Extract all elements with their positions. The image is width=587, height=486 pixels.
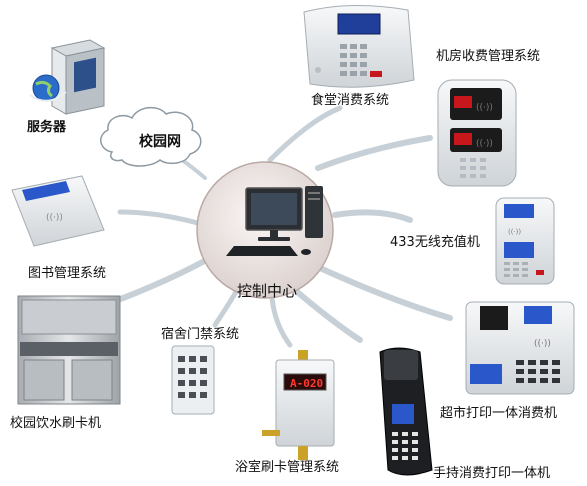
server-label: 服务器 <box>27 120 67 135</box>
water-dispenser-image <box>17 295 121 405</box>
connector-lines <box>115 105 453 348</box>
connector-handheld <box>292 287 363 343</box>
svg-text:((·)): ((·)) <box>476 139 493 149</box>
campus-network-label: 校园网 <box>139 134 181 150</box>
connector-bathroom <box>269 295 293 348</box>
svg-text:((·)): ((·)) <box>46 213 63 223</box>
globe-icon <box>32 74 60 102</box>
connector-water <box>115 255 213 303</box>
water-label: 校园饮水刷卡机 <box>10 416 102 431</box>
handheld-terminal-image <box>379 347 433 476</box>
dorm-access-keypad-image <box>171 345 215 415</box>
campus-network-cloud <box>100 106 202 167</box>
supermarket-terminal-image: ((·)) <box>465 301 575 395</box>
svg-text:((·)): ((·)) <box>476 103 493 113</box>
library-reader-image: ((·)) <box>11 175 105 247</box>
connector-recharge <box>332 209 413 223</box>
bathroom-card-meter-image <box>262 350 335 460</box>
water-meter-display: A-020 <box>290 377 323 390</box>
recharge-433-terminal-image: ((·)) <box>495 197 555 285</box>
connector-canteen <box>267 105 343 163</box>
recharge-433-label: 433无线充值机 <box>390 235 480 250</box>
server-icon <box>29 39 106 115</box>
canteen-terminal-image <box>303 4 415 88</box>
connector-dorm <box>212 289 239 328</box>
bathroom-label: 浴室刷卡管理系统 <box>235 460 340 475</box>
supermarket-label: 超市打印一体消费机 <box>440 406 558 421</box>
connector-supermarket <box>317 265 453 321</box>
connector-computer-room <box>315 135 433 171</box>
computer-icon <box>226 186 323 256</box>
dorm-access-label: 宿舍门禁系统 <box>161 327 240 342</box>
svg-text:((·)): ((·)) <box>534 339 551 349</box>
computer-room-terminal-image: ((·)) ((·)) <box>437 79 517 187</box>
connector-library <box>117 209 208 228</box>
handheld-label: 手持消费打印一体机 <box>433 466 551 481</box>
canteen-label: 食堂消费系统 <box>311 93 390 108</box>
control-center-label: 控制中心 <box>237 282 298 300</box>
svg-text:((·)): ((·)) <box>508 228 521 236</box>
computer-room-label: 机房收费管理系统 <box>436 49 541 64</box>
library-label: 图书管理系统 <box>28 266 107 281</box>
